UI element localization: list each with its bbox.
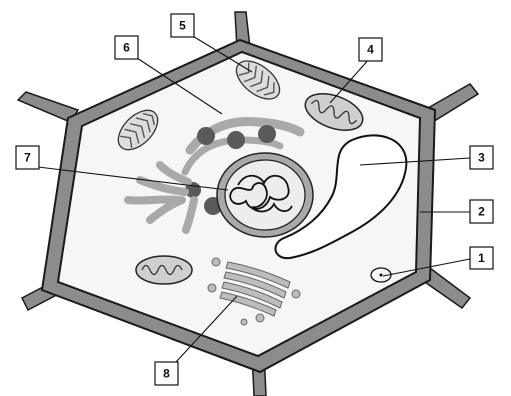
label-7: 7 (16, 146, 39, 169)
label-3-text: 3 (478, 151, 485, 165)
label-2-text: 2 (478, 205, 485, 219)
label-5-text: 5 (179, 19, 186, 33)
label-1-text: 1 (478, 251, 485, 265)
label-5: 5 (171, 14, 194, 37)
label-6: 6 (115, 36, 138, 59)
nucleus (217, 153, 313, 237)
granule-dot (380, 274, 383, 277)
label-4: 4 (359, 38, 382, 61)
label-4-text: 4 (367, 43, 374, 57)
mitochondrion-bottom-left (136, 256, 192, 284)
label-1: 1 (470, 247, 493, 269)
label-8-text: 8 (163, 367, 170, 381)
label-2: 2 (470, 200, 493, 223)
label-8: 8 (155, 362, 178, 385)
label-6-text: 6 (123, 41, 130, 55)
label-3: 3 (470, 146, 493, 169)
label-7-text: 7 (24, 151, 31, 165)
